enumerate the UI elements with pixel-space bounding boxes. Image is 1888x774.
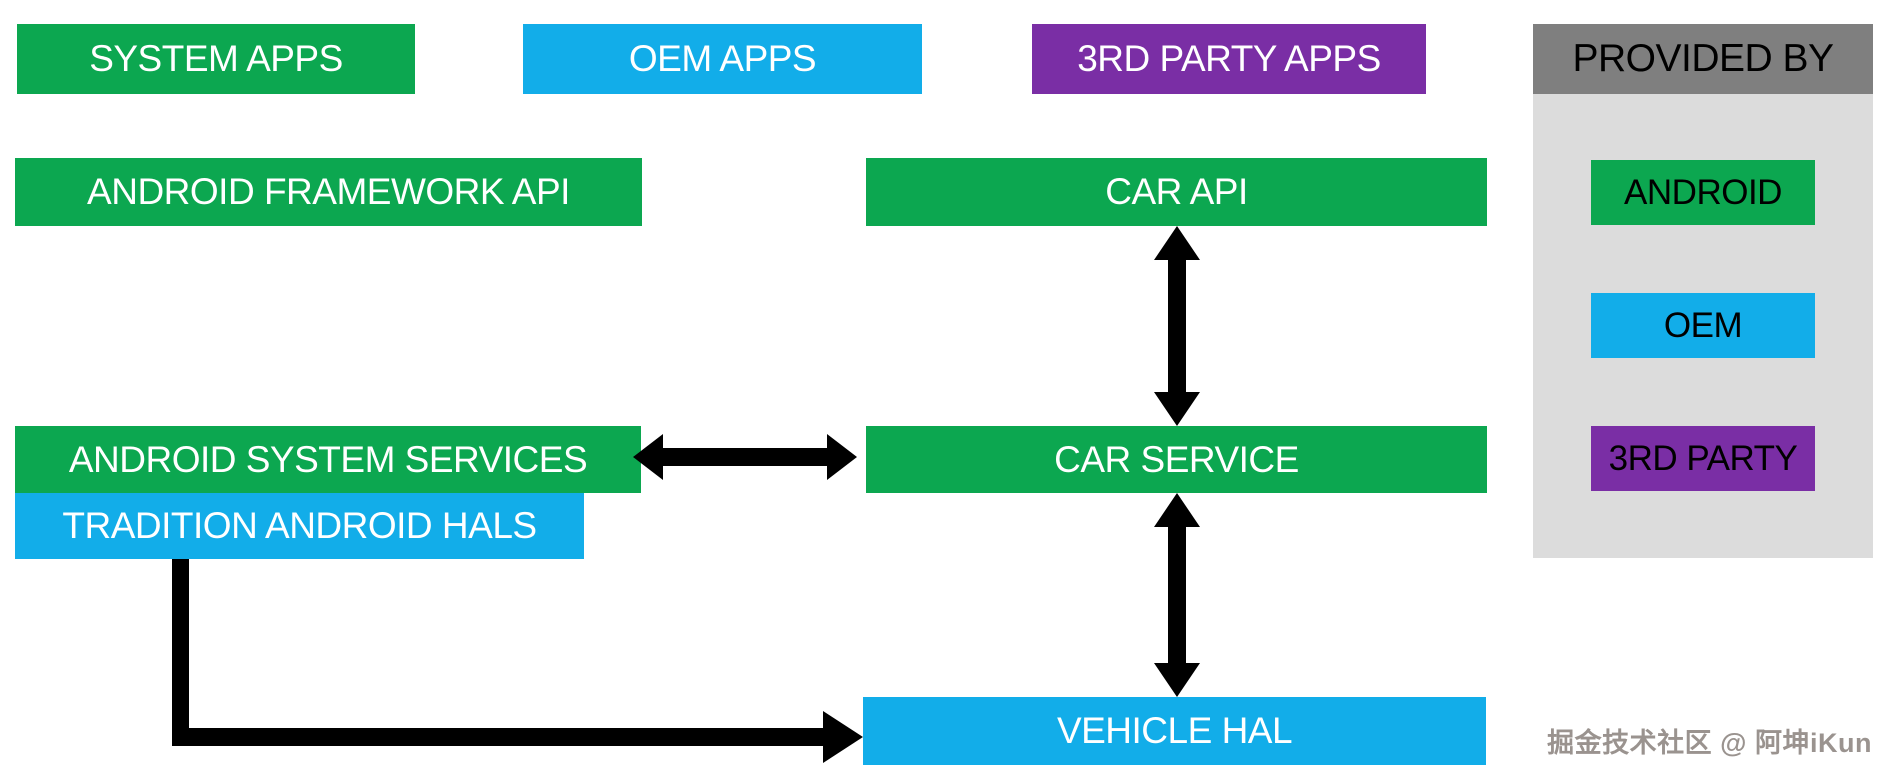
arrow-system-services-car-service-bidirectional bbox=[633, 434, 857, 480]
arrow-car-service-vehicle-hal-bidirectional bbox=[1154, 493, 1200, 697]
node-tradition-android-hals: TRADITION ANDROID HALS bbox=[15, 493, 584, 559]
legend-header: PROVIDED BY bbox=[1533, 24, 1873, 94]
legend-item-3rd-party: 3RD PARTY bbox=[1591, 426, 1815, 491]
legend-item-android: ANDROID bbox=[1591, 160, 1815, 225]
node-android-framework-api: ANDROID FRAMEWORK API bbox=[15, 158, 642, 226]
node-oem-apps: OEM APPS bbox=[523, 24, 922, 94]
node-3rd-party-apps: 3RD PARTY APPS bbox=[1032, 24, 1426, 94]
legend-item-oem: OEM bbox=[1591, 293, 1815, 358]
watermark-text: 掘金技术社区 @ 阿坤iKun bbox=[1547, 728, 1872, 758]
legend-panel: ANDROID OEM 3RD PARTY bbox=[1533, 94, 1873, 558]
arrow-tradition-hals-vehicle-hal-elbow bbox=[172, 559, 863, 763]
node-vehicle-hal: VEHICLE HAL bbox=[863, 697, 1486, 765]
node-car-api: CAR API bbox=[866, 158, 1487, 226]
arrow-car-api-car-service-bidirectional bbox=[1154, 226, 1200, 426]
node-android-system-services: ANDROID SYSTEM SERVICES bbox=[15, 426, 641, 493]
node-system-apps: SYSTEM APPS bbox=[17, 24, 415, 94]
node-car-service: CAR SERVICE bbox=[866, 426, 1487, 493]
